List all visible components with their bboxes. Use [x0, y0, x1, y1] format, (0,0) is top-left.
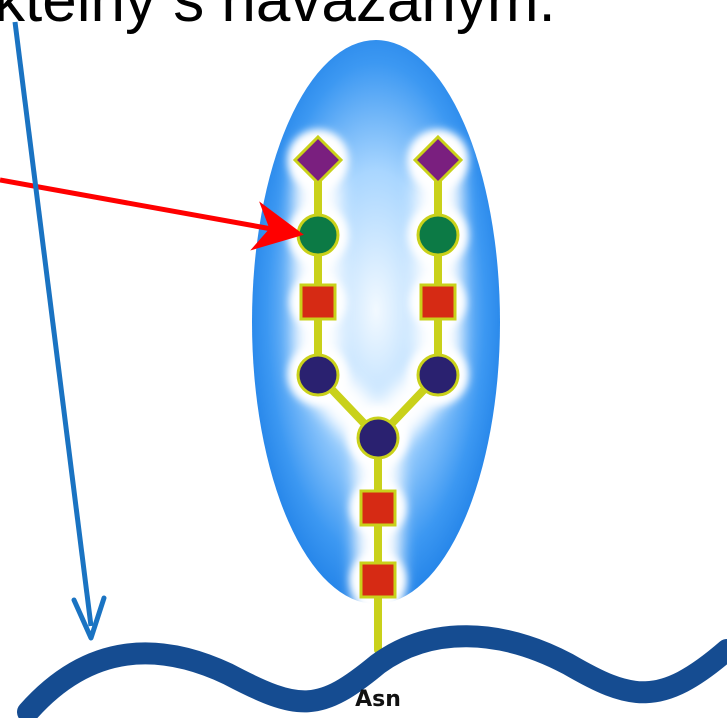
red-pointer-arrow: [0, 180, 294, 233]
mannose-circle-icon: [298, 355, 338, 395]
asn-label: Asn: [355, 687, 401, 712]
glcnac-square-icon: [421, 285, 455, 319]
blue-pointer-arrow: [15, 22, 91, 626]
glcnac-square-icon: [301, 285, 335, 319]
galactose-circle-icon: [298, 215, 338, 255]
mannose-circle-icon: [418, 355, 458, 395]
glcnac-square-icon: [361, 491, 395, 525]
glcnac-square-icon: [361, 563, 395, 597]
mannose-circle-icon: [358, 418, 398, 458]
galactose-circle-icon: [418, 215, 458, 255]
